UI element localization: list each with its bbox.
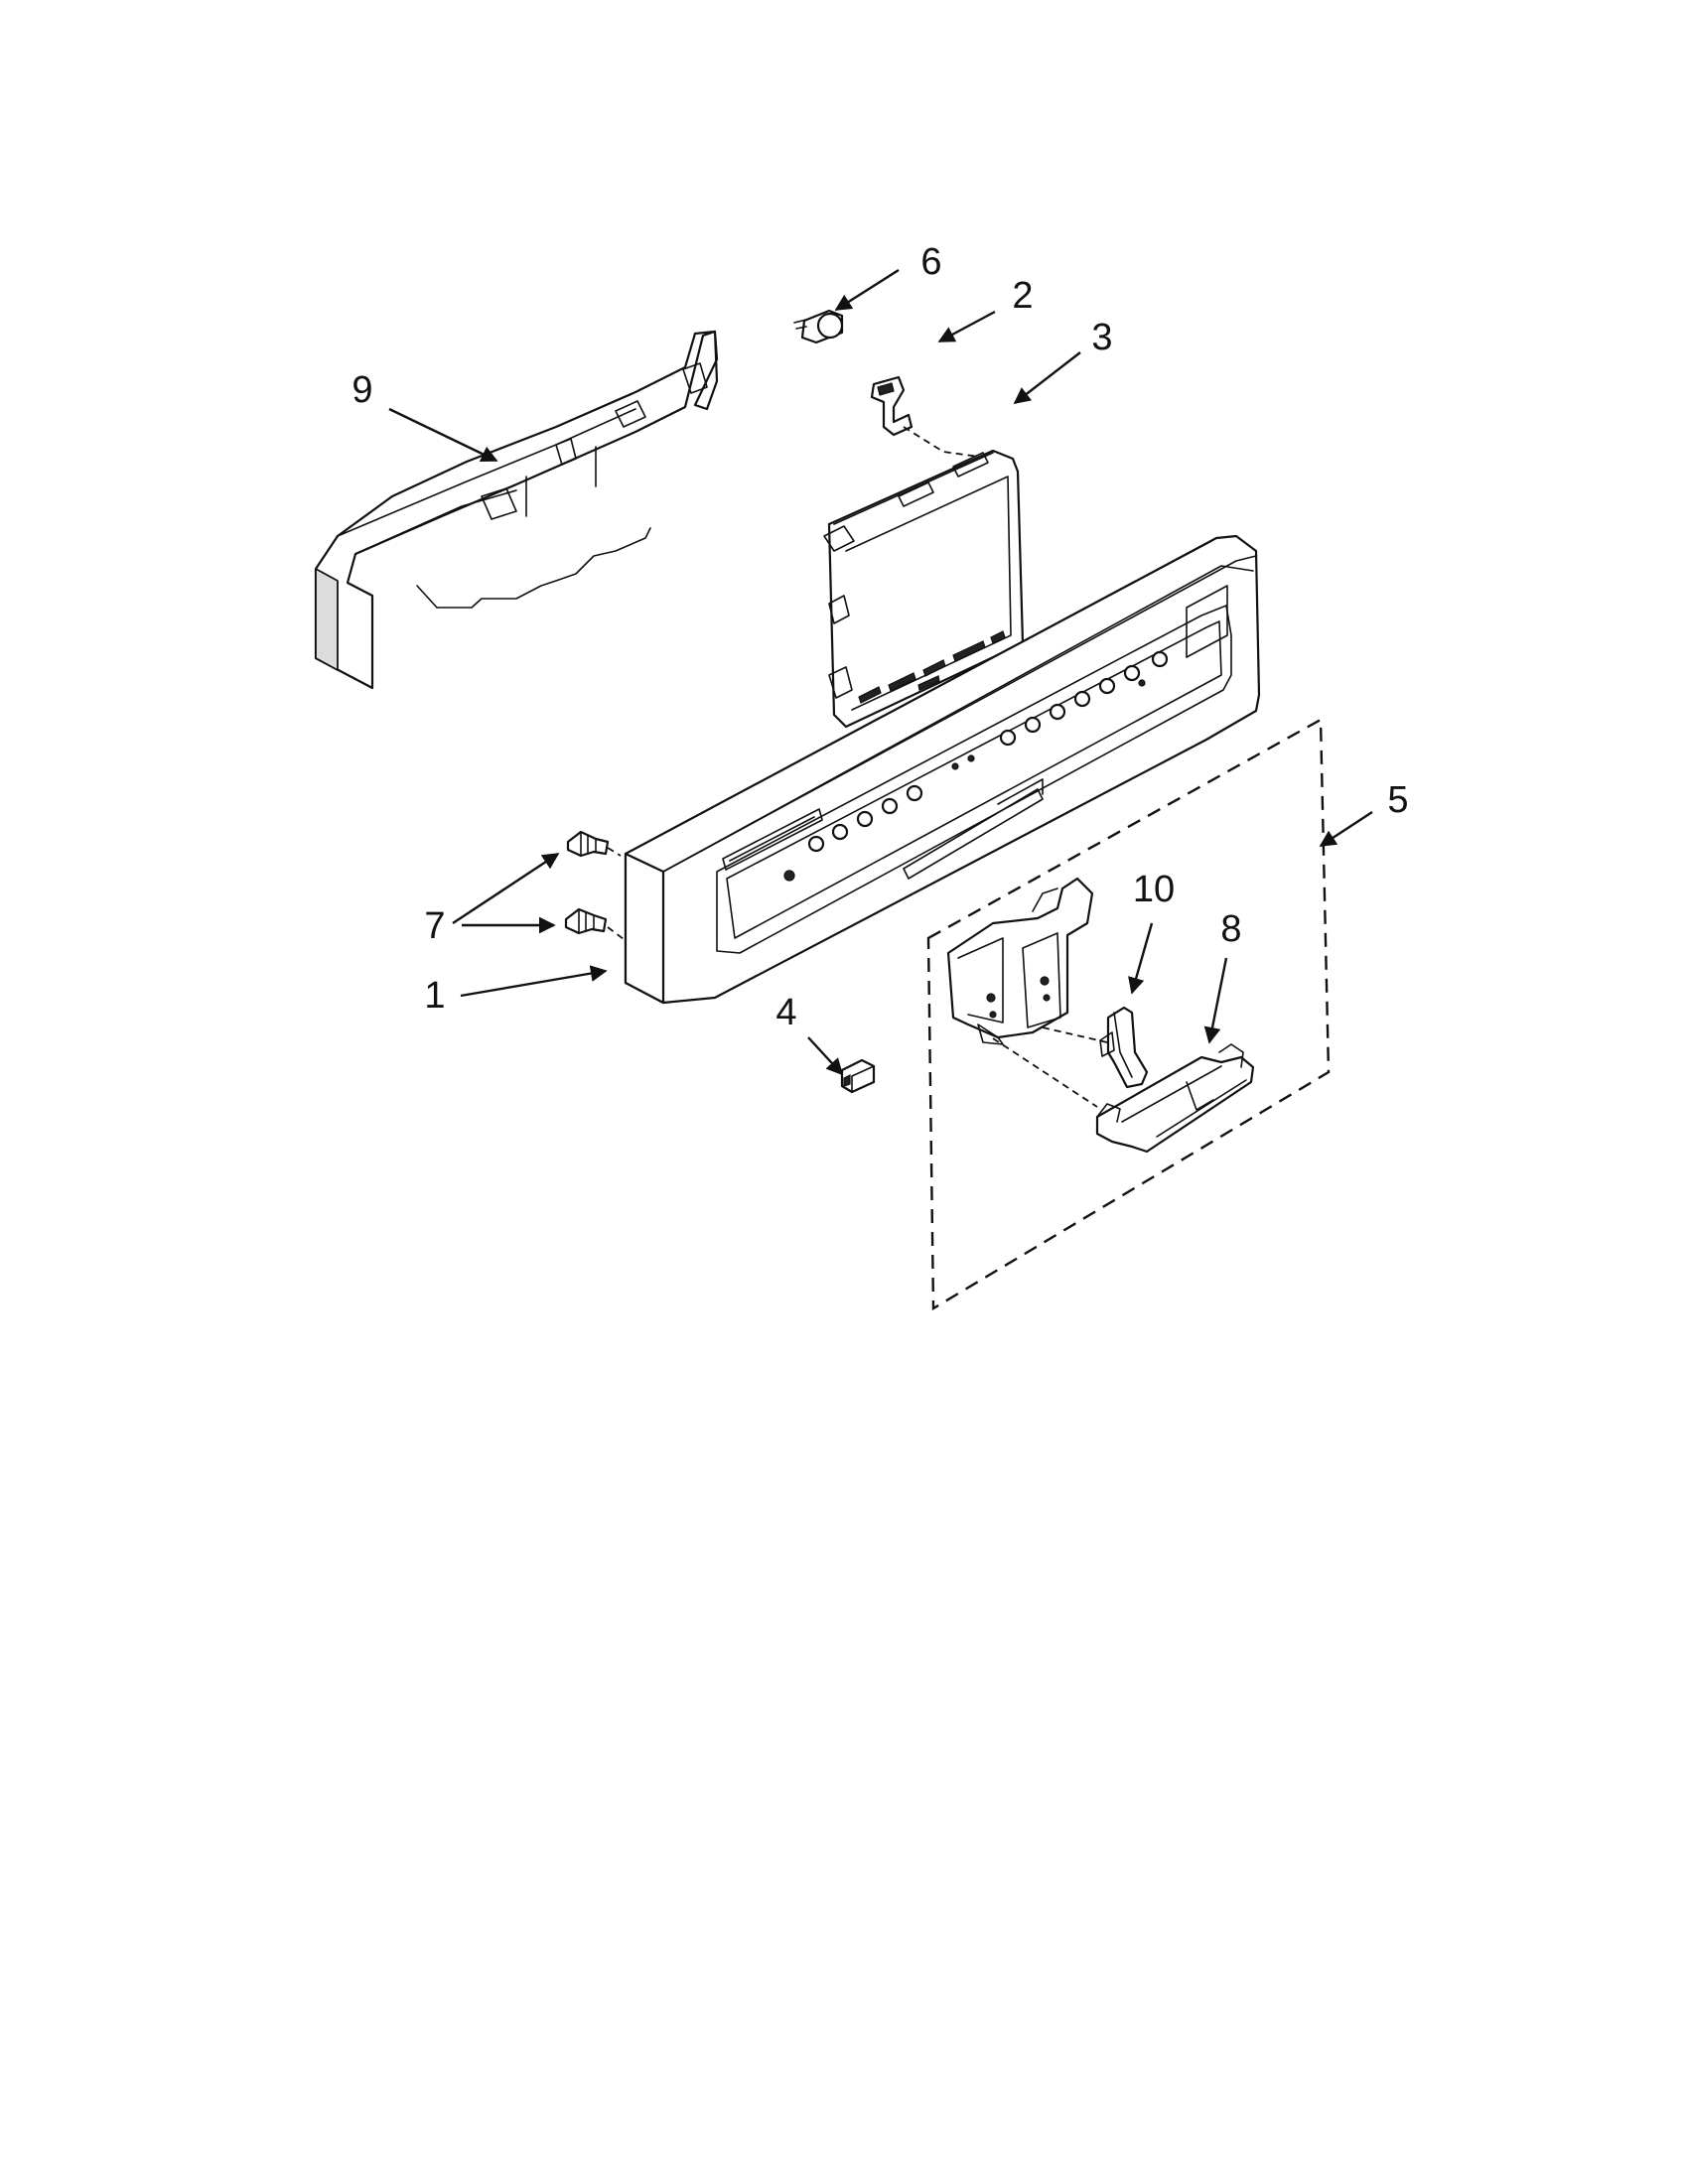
callout-9: 9 bbox=[352, 369, 372, 411]
part-10-lever bbox=[1099, 1006, 1149, 1089]
part-3-control-board bbox=[823, 449, 1025, 729]
callout-8: 8 bbox=[1220, 908, 1241, 950]
callout-1: 1 bbox=[424, 975, 445, 1017]
callout-7: 7 bbox=[424, 905, 445, 947]
part-9-bracket bbox=[314, 330, 719, 690]
panel-buttons bbox=[783, 650, 1169, 882]
part-4-switch bbox=[840, 1058, 876, 1094]
part-6-sensor bbox=[793, 309, 844, 344]
part-1-control-panel bbox=[624, 534, 1261, 1005]
part-8-base bbox=[1095, 1043, 1255, 1154]
callout-3: 3 bbox=[1091, 317, 1112, 358]
part-2-clip bbox=[870, 375, 994, 460]
callout-4: 4 bbox=[775, 992, 796, 1033]
part-7-screws bbox=[564, 830, 625, 940]
callout-5: 5 bbox=[1387, 779, 1408, 821]
callout-2: 2 bbox=[1012, 275, 1033, 317]
part-5-latch-assembly bbox=[946, 877, 1108, 1108]
callout-6: 6 bbox=[920, 241, 941, 283]
callout-10: 10 bbox=[1133, 869, 1175, 910]
leader-lines bbox=[388, 268, 1373, 1076]
part-5-assembly-boundary bbox=[926, 717, 1331, 1311]
